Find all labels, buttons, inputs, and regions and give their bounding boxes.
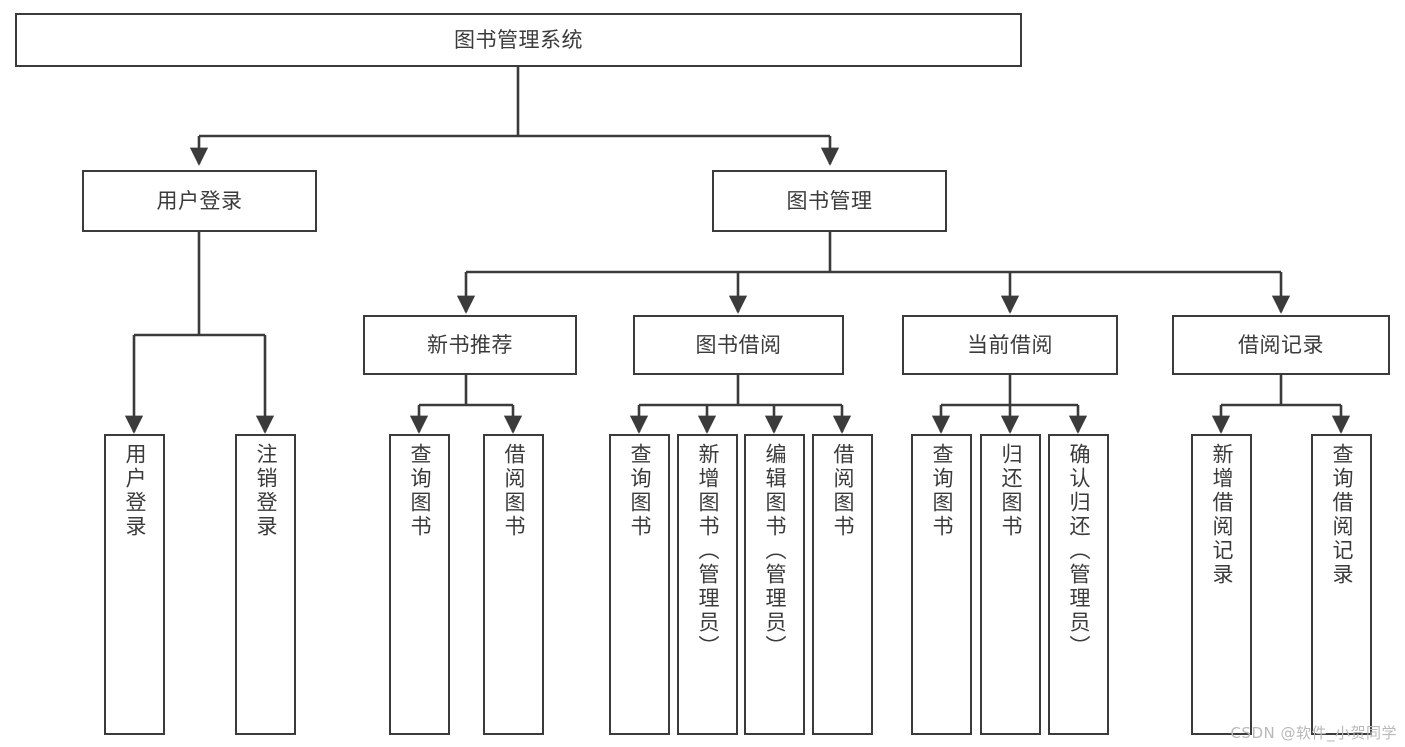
node-label: 查询图书 — [930, 443, 954, 539]
leaf-query-book-1[interactable]: 查询图书 — [389, 434, 450, 735]
leaf-borrow-book-1[interactable]: 借阅图书 — [483, 434, 544, 735]
node-label: 当前借阅 — [967, 332, 1053, 357]
node-user-login[interactable]: 用户登录 — [82, 170, 317, 232]
node-label: 借阅图书 — [831, 443, 855, 539]
node-label: 新增借阅记录 — [1210, 443, 1234, 587]
node-label: 用户登录 — [156, 188, 243, 213]
leaf-edit-book[interactable]: 编辑图书（管理员） — [744, 434, 805, 735]
node-label: 用户登录 — [123, 443, 147, 539]
node-book-borrow[interactable]: 图书借阅 — [633, 315, 844, 375]
leaf-query-book-3[interactable]: 查询图书 — [911, 434, 972, 735]
leaf-add-record[interactable]: 新增借阅记录 — [1191, 434, 1252, 735]
csdn-watermark: CSDN @软件_小贺同学 — [1230, 724, 1397, 742]
node-label: 编辑图书（管理员） — [763, 443, 787, 659]
node-new-book-rec[interactable]: 新书推荐 — [363, 315, 577, 375]
leaf-user-login[interactable]: 用户登录 — [104, 434, 165, 735]
leaf-return-book[interactable]: 归还图书 — [980, 434, 1041, 735]
node-label: 图书借阅 — [695, 332, 782, 357]
node-root-system[interactable]: 图书管理系统 — [15, 13, 1022, 67]
node-label: 查询图书 — [408, 443, 432, 539]
node-label: 新书推荐 — [427, 332, 513, 357]
node-label: 确认归还（管理员） — [1067, 443, 1091, 659]
leaf-add-book[interactable]: 新增图书（管理员） — [677, 434, 738, 735]
leaf-borrow-book-2[interactable]: 借阅图书 — [812, 434, 873, 735]
leaf-query-record[interactable]: 查询借阅记录 — [1311, 434, 1372, 735]
node-label: 注销登录 — [254, 443, 278, 539]
node-label: 归还图书 — [999, 443, 1023, 539]
node-label: 图书管理 — [786, 188, 873, 213]
leaf-query-book-2[interactable]: 查询图书 — [609, 434, 670, 735]
leaf-confirm-return[interactable]: 确认归还（管理员） — [1048, 434, 1109, 735]
leaf-logout[interactable]: 注销登录 — [235, 434, 296, 735]
node-label: 借阅图书 — [502, 443, 526, 539]
node-book-manage[interactable]: 图书管理 — [712, 170, 947, 232]
node-label: 查询图书 — [628, 443, 652, 539]
node-current-borrow[interactable]: 当前借阅 — [902, 315, 1118, 375]
node-borrow-record[interactable]: 借阅记录 — [1172, 315, 1390, 375]
node-label: 借阅记录 — [1238, 332, 1324, 357]
node-label: 新增图书（管理员） — [696, 443, 720, 659]
node-label: 查询借阅记录 — [1330, 443, 1354, 587]
node-label: 图书管理系统 — [454, 27, 583, 52]
